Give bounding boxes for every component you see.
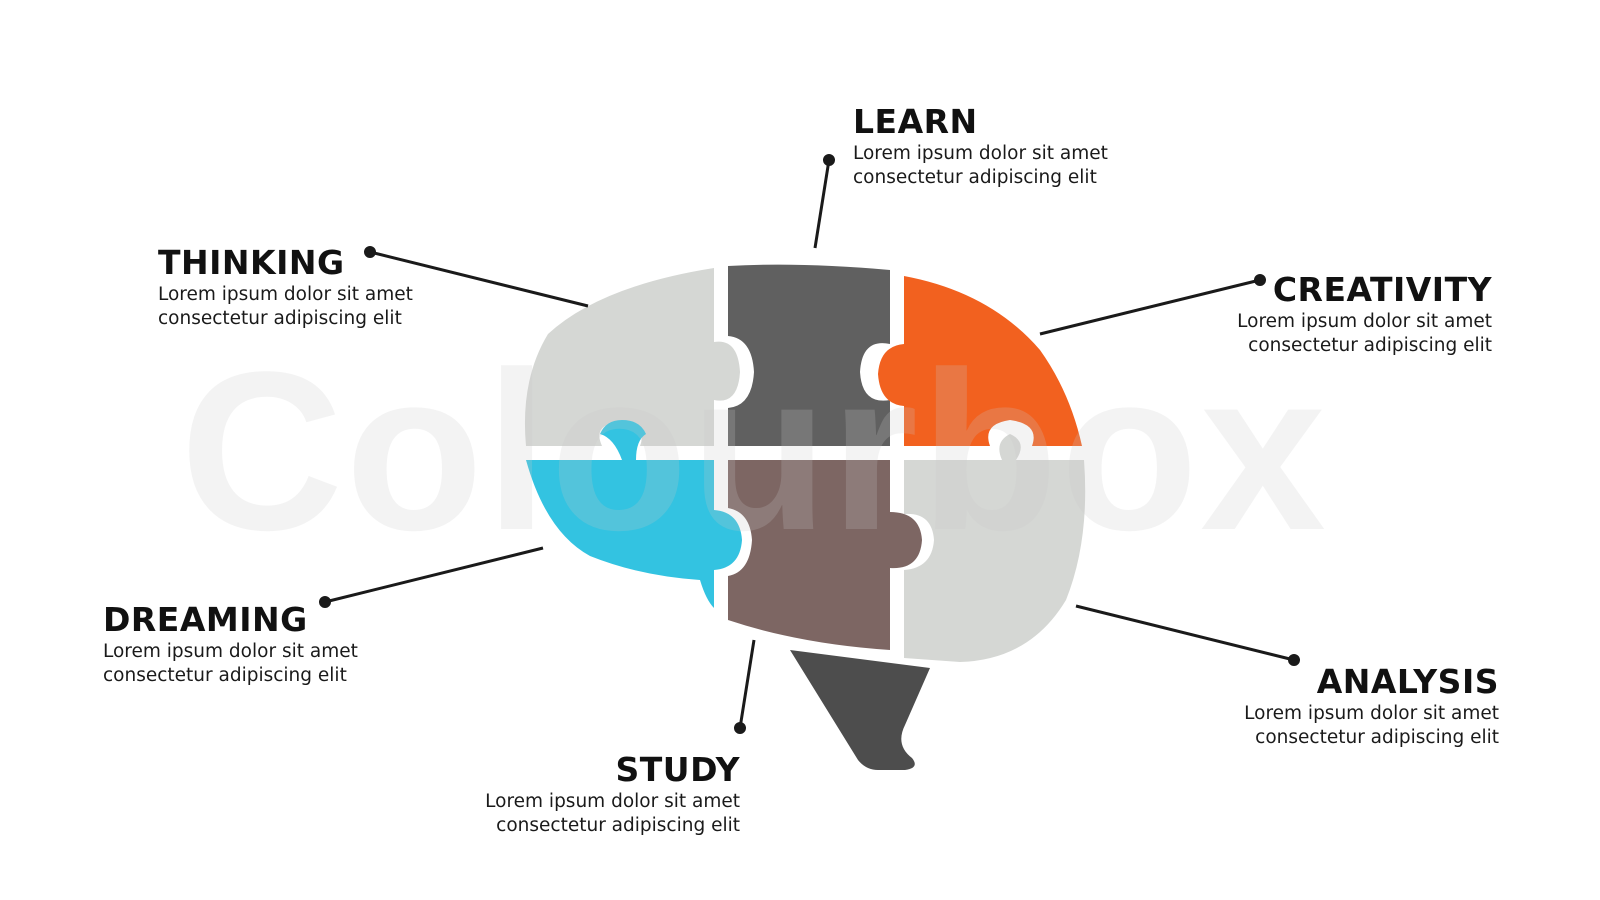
dot-analysis bbox=[1288, 654, 1300, 666]
leader-line-dreaming bbox=[324, 546, 544, 604]
label-desc-line1: Lorem ipsum dolor sit amet bbox=[853, 143, 1108, 164]
label-desc-line2: consectetur adipiscing elit bbox=[103, 665, 347, 686]
puzzle-piece-learn bbox=[728, 264, 890, 446]
label-desc-line2: consectetur adipiscing elit bbox=[496, 815, 740, 836]
label-desc-line1: Lorem ipsum dolor sit amet bbox=[158, 284, 413, 305]
label-desc-line1: Lorem ipsum dolor sit amet bbox=[103, 641, 358, 662]
label-title: STUDY bbox=[615, 750, 740, 789]
label-desc-line2: consectetur adipiscing elit bbox=[1255, 727, 1499, 748]
label-analysis: ANALYSIS Lorem ipsum dolor sit amet cons… bbox=[1244, 662, 1499, 750]
leader-lines bbox=[319, 154, 1300, 734]
dot-dreaming bbox=[319, 596, 331, 608]
label-creativity: CREATIVITY Lorem ipsum dolor sit amet co… bbox=[1237, 270, 1492, 358]
puzzle-piece-analysis bbox=[904, 434, 1086, 662]
puzzle-piece-study bbox=[728, 460, 922, 650]
label-desc-line1: Lorem ipsum dolor sit amet bbox=[485, 791, 740, 812]
label-title: THINKING bbox=[158, 243, 345, 282]
label-desc-line1: Lorem ipsum dolor sit amet bbox=[1244, 703, 1499, 724]
dot-creativity bbox=[1254, 274, 1266, 286]
dot-thinking bbox=[364, 246, 376, 258]
label-title: LEARN bbox=[853, 102, 978, 141]
label-title: DREAMING bbox=[103, 600, 308, 639]
leader-line-learn bbox=[813, 159, 831, 249]
puzzle-piece-thinking bbox=[524, 268, 740, 446]
label-thinking: THINKING Lorem ipsum dolor sit amet cons… bbox=[158, 243, 413, 331]
leader-line-analysis bbox=[1075, 604, 1295, 662]
leader-line-creativity bbox=[1039, 278, 1261, 336]
label-title: CREATIVITY bbox=[1272, 270, 1492, 309]
leader-line-study bbox=[738, 639, 756, 729]
label-title: ANALYSIS bbox=[1316, 662, 1499, 701]
label-study: STUDY Lorem ipsum dolor sit amet consect… bbox=[485, 750, 740, 838]
brain-stem-piece bbox=[790, 650, 930, 770]
puzzle-piece-creativity bbox=[878, 276, 1082, 446]
label-desc-line2: consectetur adipiscing elit bbox=[1248, 335, 1492, 356]
label-desc-line1: Lorem ipsum dolor sit amet bbox=[1237, 311, 1492, 332]
leader-line-thinking bbox=[369, 250, 589, 308]
label-learn: LEARN Lorem ipsum dolor sit amet consect… bbox=[853, 102, 1108, 190]
dot-learn bbox=[823, 154, 835, 166]
label-dreaming: DREAMING Lorem ipsum dolor sit amet cons… bbox=[103, 600, 358, 688]
puzzle-piece-dreaming bbox=[526, 420, 742, 608]
dot-study bbox=[734, 722, 746, 734]
label-desc-line2: consectetur adipiscing elit bbox=[853, 167, 1097, 188]
label-desc-line2: consectetur adipiscing elit bbox=[158, 308, 402, 329]
